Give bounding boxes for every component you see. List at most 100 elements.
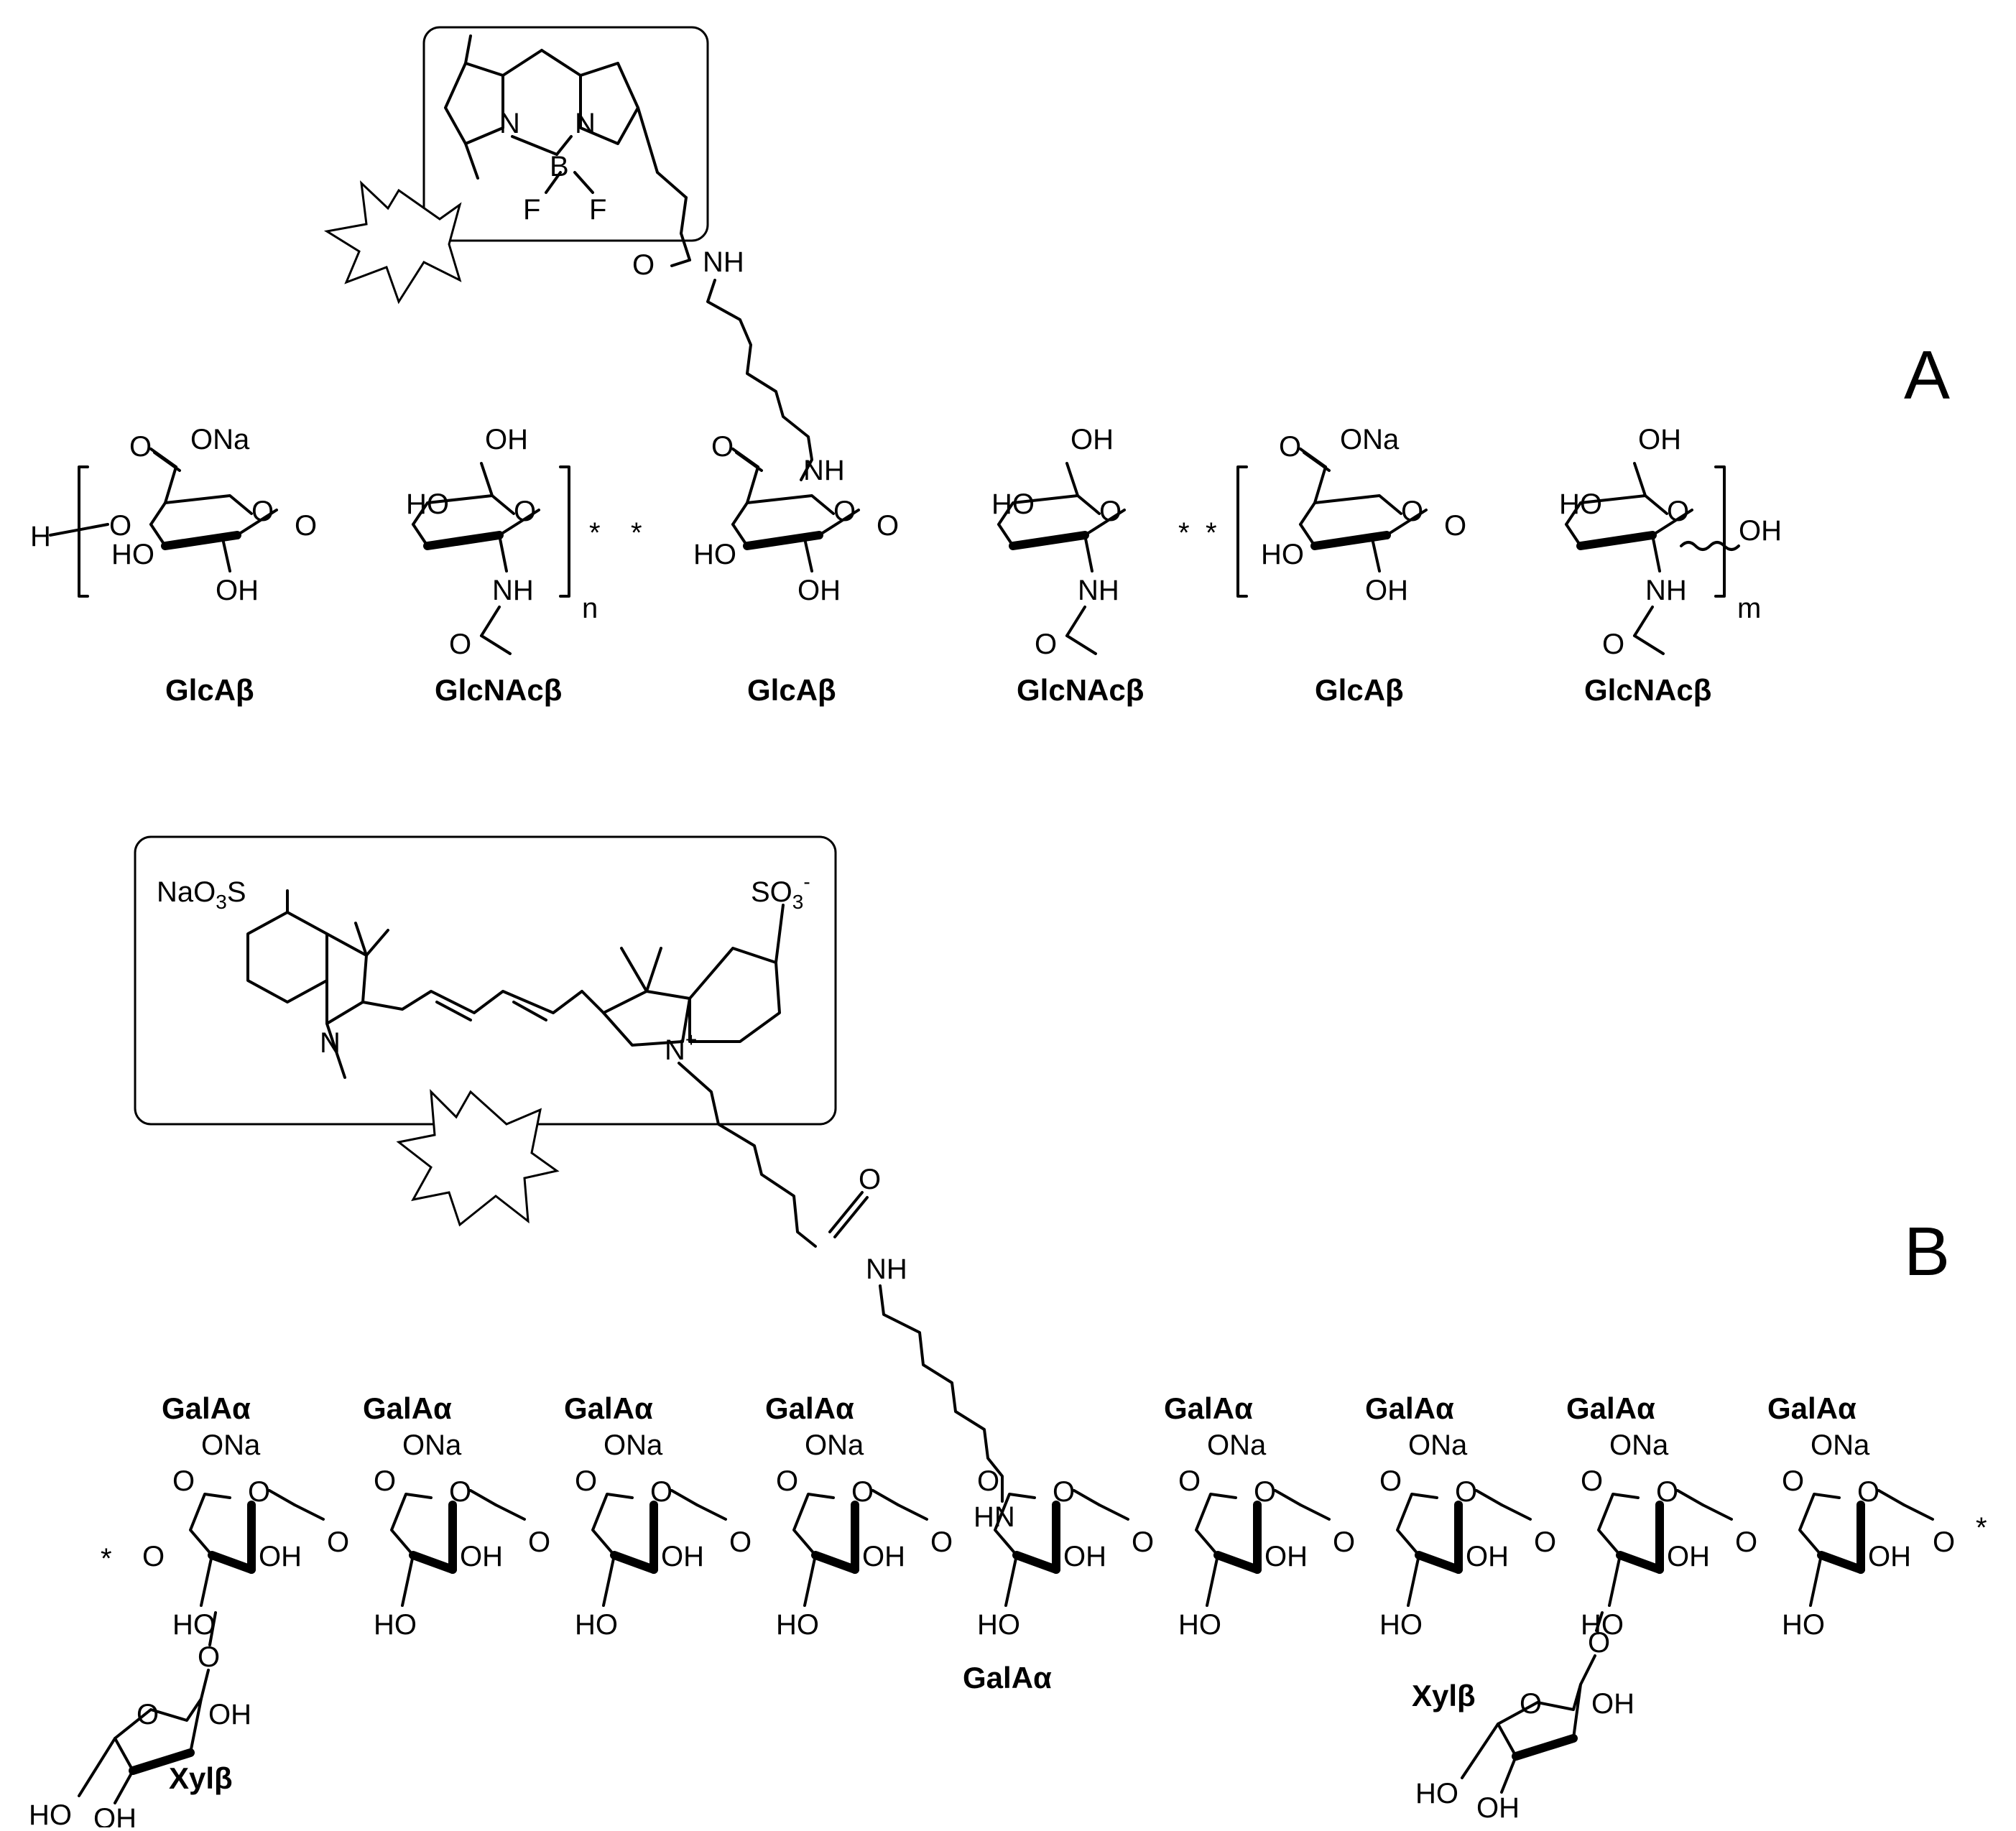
atom-n-left: N <box>499 108 520 139</box>
hydroxyl-oh: OH <box>862 1541 905 1572</box>
glycosidic-o: O <box>1933 1526 1955 1558</box>
repeat-m: m <box>1737 593 1761 624</box>
acetamido-nh: NH <box>1645 575 1687 606</box>
xyl-right-ho: HO <box>1415 1778 1458 1809</box>
ring-oxygen: O <box>251 496 274 527</box>
ring-oxygen: O <box>1857 1476 1879 1508</box>
residue-label-b8: GalAα <box>1767 1391 1857 1425</box>
xyl-left-o-link: O <box>198 1641 220 1673</box>
hydroxyl-oh: OH <box>259 1541 302 1572</box>
glycosidic-o: O <box>1534 1526 1556 1558</box>
sodium-carboxylate: ONa <box>1340 424 1400 455</box>
glycosidic-o: O <box>1132 1526 1154 1558</box>
chain-start-o: O <box>142 1541 165 1572</box>
bodipy-dye: N N B F F <box>444 34 691 261</box>
star-a4: * <box>1206 517 1217 549</box>
glycosidic-o: O <box>1333 1526 1355 1558</box>
xyl-left-oh2: OH <box>93 1803 137 1827</box>
side-residue-right: Xylβ <box>1412 1679 1476 1712</box>
residue-label-a4: GlcNAcβ <box>1017 673 1144 707</box>
residue-label-b5: GalAα <box>1164 1391 1253 1425</box>
dye-box-a <box>422 26 709 242</box>
sodium-carboxylate: ONa <box>402 1429 462 1461</box>
ring-oxygen: O <box>248 1476 270 1508</box>
dye-indolium-n: N+ <box>665 1029 697 1066</box>
hydroxyl-oh: OH <box>1868 1541 1911 1572</box>
ring-oxygen: O <box>1254 1476 1276 1508</box>
wavy-bond <box>1680 541 1740 551</box>
residue-label-a1: GlcAβ <box>165 673 254 707</box>
hydroxyl-oh: OH <box>1466 1541 1509 1572</box>
carbonyl-o: O <box>776 1465 798 1497</box>
hydroxyl-ho: HO <box>1379 1609 1423 1641</box>
sodium-carboxylate: ONa <box>1408 1429 1468 1461</box>
hydroxyl-ho: HO <box>111 539 154 570</box>
glycosidic-o: O <box>295 510 317 542</box>
carbonyl-o: O <box>977 1465 999 1497</box>
fluorophore-burst-icon-a <box>323 180 462 305</box>
hydroxyl-ho: HO <box>1261 539 1304 570</box>
fluorophore-burst-icon-b <box>396 1089 560 1227</box>
glycosidic-o: O <box>877 510 899 542</box>
xyl-left-oh: OH <box>208 1699 251 1730</box>
acetyl-o: O <box>449 629 471 660</box>
ring-oxygen: O <box>1401 496 1423 527</box>
atom-boron: B <box>550 151 569 182</box>
atom-fluorine-2: F <box>589 194 606 226</box>
hydroxyl-oh: OH <box>460 1541 503 1572</box>
sodium-carboxylate: ONa <box>604 1429 663 1461</box>
ring-oxygen: O <box>514 496 536 527</box>
linker-a-carbonyl-o: O <box>632 249 655 281</box>
residue-label-a3: GlcAβ <box>747 673 836 707</box>
acetamido-nh: NH <box>1078 575 1119 606</box>
cy5-dye: NaO3S SO3- N N+ <box>157 871 810 1079</box>
residue-label-b6: GalAα <box>1365 1391 1454 1425</box>
panel-label-a: A <box>1904 337 1950 414</box>
carbonyl-o: O <box>172 1465 195 1497</box>
linker-b-carbonyl-o: O <box>859 1164 881 1195</box>
glycosidic-o: O <box>1735 1526 1757 1558</box>
carbonyl-o: O <box>1782 1465 1804 1497</box>
glycosidic-o: O <box>729 1526 752 1558</box>
glycosidic-o: O <box>327 1526 349 1558</box>
xyl-left-ho: HO <box>29 1799 72 1827</box>
residue-label-b3: GalAα <box>564 1391 653 1425</box>
reducing-end-oh: OH <box>1739 515 1782 547</box>
hydroxyl-ho: HO <box>977 1609 1020 1641</box>
carboxyl-o: O <box>711 431 734 463</box>
glycosidic-o-a1: O <box>109 510 131 542</box>
residue-label-a5: GlcAβ <box>1315 673 1404 707</box>
hydroxyl-oh: OH <box>797 575 841 606</box>
hydroxyl-oh: OH <box>1063 1541 1106 1572</box>
glycosidic-o: O <box>930 1526 953 1558</box>
ring-oxygen: O <box>650 1476 672 1508</box>
hydroxyl-oh: OH <box>1365 575 1408 606</box>
residue-label-center: GalAα <box>963 1661 1052 1695</box>
star-a3: * <box>1178 517 1190 549</box>
linker-b-amide-nh: NH <box>866 1253 907 1285</box>
star-a1: * <box>589 517 601 549</box>
hydroxyl-ho: HO <box>1178 1609 1221 1641</box>
ring-oxygen: O <box>851 1476 874 1508</box>
ring-oxygen: O <box>1099 496 1122 527</box>
sodium-carboxylate: ONa <box>1609 1429 1669 1461</box>
terminal-h: H <box>30 521 51 552</box>
central-amide-nh: NH <box>803 455 845 486</box>
carbonyl-o: O <box>1178 1465 1201 1497</box>
primary-oh: OH <box>485 424 528 455</box>
xyl-right-oh2: OH <box>1476 1792 1520 1824</box>
xylose-right: O O OH HO OH Xylβ <box>1412 1611 1634 1824</box>
